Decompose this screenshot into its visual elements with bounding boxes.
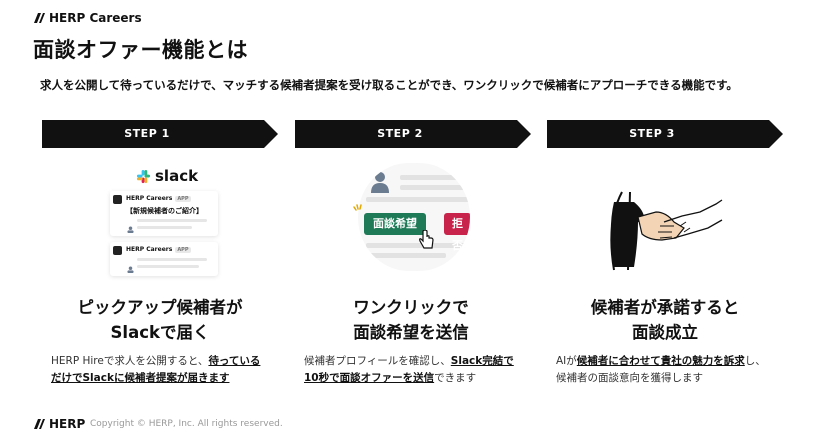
copyright-text: Copyright © HERP, Inc. All rights reserv… xyxy=(90,419,283,429)
step-arrow-shape xyxy=(42,120,278,148)
step-arrow-shape xyxy=(295,120,531,148)
step-2-heading: ワンクリックで 面談希望を送信 xyxy=(353,298,469,342)
slack-icon xyxy=(136,169,151,183)
message-title: 【新規候補者のご紹介】 xyxy=(126,207,203,215)
step-2-banner: STEP 2 xyxy=(295,120,533,148)
step-1-description: HERP Hireで求人を公開すると、待っている だけでSlackに候補者提案が… xyxy=(51,355,261,384)
slack-wordmark: slack xyxy=(155,167,199,185)
slack-logo: slack xyxy=(136,167,198,185)
placeholder-bar xyxy=(137,219,207,222)
lead-text: 求人を公開して待っているだけで、マッチする候補者提案を受け取ることができ、ワンク… xyxy=(40,78,738,92)
message-sender: HERP Careers APP xyxy=(126,195,191,202)
placeholder-bar xyxy=(137,226,192,229)
request-interview-button[interactable]: 面談希望 xyxy=(364,213,426,235)
step-1-heading: ピックアップ候補者が Slackで届く xyxy=(77,298,243,342)
step-3-description: AIが候補者に合わせて貴社の魅力を訴求し、 候補者の面談意向を獲得します xyxy=(556,355,766,384)
pointer-hand-icon xyxy=(419,230,434,249)
herp-logo-icon xyxy=(34,419,45,429)
sparkle-icon xyxy=(353,204,362,211)
user-icon xyxy=(127,258,134,273)
step-3-label: STEP 3 xyxy=(629,127,675,140)
placeholder-bar xyxy=(137,258,207,261)
step-2-description: 候補者プロフィールを確認し、Slack完結で 10秒で面談オファーを送信できます xyxy=(304,355,514,384)
herp-app-icon xyxy=(113,195,122,204)
slack-message-card-2: HERP Careers APP xyxy=(110,242,218,276)
step-3-banner: STEP 3 xyxy=(547,120,785,148)
brand-name: HERP Careers xyxy=(49,11,142,25)
page-title: 面談オファー機能とは xyxy=(33,38,248,62)
step-3-heading: 候補者が承諾すると 面談成立 xyxy=(590,298,740,342)
message-sender: HERP Careers APP xyxy=(126,246,191,253)
decline-button[interactable]: 拒否 xyxy=(444,213,470,252)
placeholder-bar xyxy=(137,265,199,268)
handshake-icon xyxy=(610,191,723,271)
slack-message-card-1: HERP Careers APP 【新規候補者のご紹介】 xyxy=(110,191,218,236)
step-1-banner: STEP 1 xyxy=(42,120,280,148)
header-brand: HERP Careers xyxy=(33,11,142,25)
user-icon xyxy=(127,218,134,233)
step-arrow-shape xyxy=(547,120,783,148)
footer-brand: HERP xyxy=(33,417,85,431)
step-2-label: STEP 2 xyxy=(377,127,423,140)
herp-app-icon xyxy=(113,246,122,255)
step-1-label: STEP 1 xyxy=(124,127,170,140)
herp-logo-icon xyxy=(34,13,45,23)
user-icon xyxy=(370,171,390,193)
